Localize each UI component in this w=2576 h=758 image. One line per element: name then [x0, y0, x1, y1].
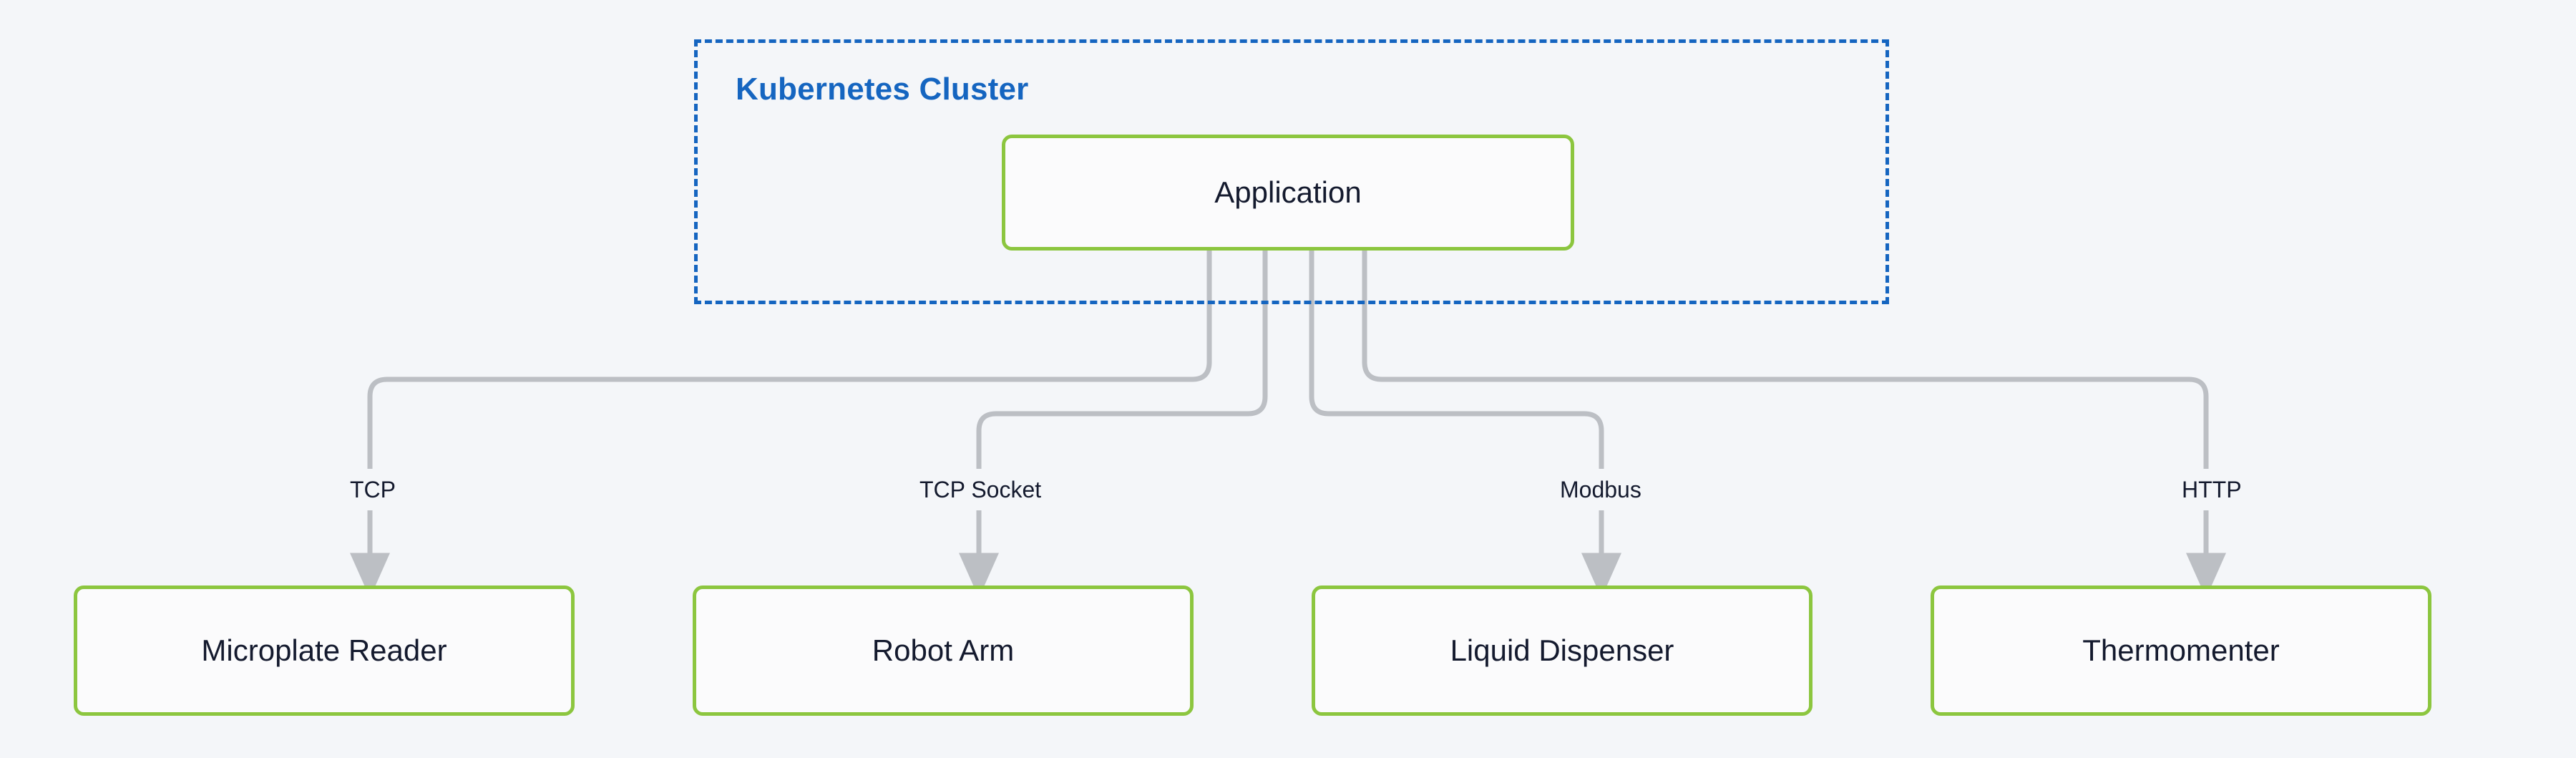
- node-thermomenter-label: Thermomenter: [2082, 633, 2280, 667]
- node-robot-arm[interactable]: Robot Arm: [693, 585, 1194, 716]
- node-application[interactable]: Application: [1002, 135, 1574, 251]
- node-microplate-reader[interactable]: Microplate Reader: [74, 585, 575, 716]
- edge-label-tcp: TCP: [350, 477, 396, 502]
- edge-label-modbus: Modbus: [1560, 477, 1641, 502]
- node-thermomenter[interactable]: Thermomenter: [1931, 585, 2431, 716]
- node-liquid-dispenser[interactable]: Liquid Dispenser: [1312, 585, 1813, 716]
- kubernetes-cluster-title: Kubernetes Cluster: [736, 72, 1029, 107]
- node-application-label: Application: [1214, 175, 1362, 209]
- edge-label-tcp-socket: TCP Socket: [919, 477, 1042, 502]
- node-robot-arm-label: Robot Arm: [872, 633, 1015, 667]
- kubernetes-cluster-boundary: [694, 39, 1889, 304]
- node-liquid-dispenser-label: Liquid Dispenser: [1450, 633, 1674, 667]
- node-microplate-reader-label: Microplate Reader: [201, 633, 447, 667]
- edge-label-http: HTTP: [2182, 477, 2242, 502]
